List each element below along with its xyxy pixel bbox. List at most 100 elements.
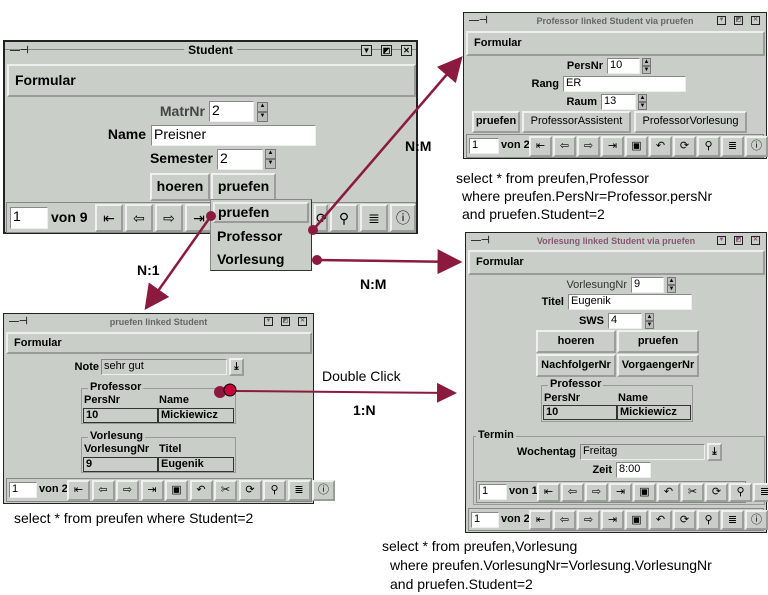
- info-icon[interactable]: ⓘ: [390, 204, 416, 232]
- formular-menu[interactable]: Formular: [7, 64, 416, 97]
- formular-menu[interactable]: Formular: [466, 31, 765, 56]
- hoeren-button[interactable]: hoeren: [150, 173, 210, 201]
- dropdown-arrow-icon[interactable]: ⤓: [229, 358, 244, 376]
- pruefen-button[interactable]: pruefen: [617, 330, 699, 353]
- minimize-icon[interactable]: ▼: [264, 317, 273, 326]
- table-cell[interactable]: Eugenik: [158, 457, 234, 472]
- search-icon[interactable]: ⚲: [697, 510, 720, 530]
- minimize-icon[interactable]: ▼: [361, 45, 372, 56]
- delete-icon[interactable]: ✂: [681, 483, 704, 502]
- save-icon[interactable]: ▣: [165, 480, 188, 501]
- table-cell[interactable]: Mickiewicz: [158, 408, 234, 423]
- refresh-icon[interactable]: ⟳: [705, 483, 728, 502]
- semester-spinner[interactable]: ▲▼: [265, 149, 276, 169]
- table-cell[interactable]: 10: [83, 408, 158, 423]
- maximize-icon[interactable]: ◩: [734, 236, 743, 245]
- first-icon[interactable]: ⇤: [529, 136, 552, 157]
- record-field[interactable]: 1: [479, 484, 507, 500]
- table-cell[interactable]: 10: [543, 405, 617, 420]
- dropdown-arrow-icon[interactable]: ⤓: [707, 443, 722, 461]
- minimize-icon[interactable]: ▼: [717, 236, 726, 245]
- sort-icon[interactable]: ≣: [721, 136, 744, 157]
- record-field[interactable]: 1: [471, 512, 499, 528]
- next-icon[interactable]: ⇨: [577, 510, 600, 530]
- nachfolgernr-button[interactable]: NachfolgerNr: [536, 354, 616, 377]
- maximize-icon[interactable]: ◩: [281, 317, 290, 326]
- matrnr-field[interactable]: 2: [209, 101, 254, 122]
- undo-icon[interactable]: ↶: [189, 480, 213, 501]
- table-cell[interactable]: Mickiewicz: [617, 405, 691, 420]
- title-bar[interactable]: —⊣ pruefen linked Student ▼ ◩ ✕: [4, 314, 313, 330]
- refresh-icon[interactable]: ⟳: [673, 136, 696, 157]
- save-icon[interactable]: ▣: [633, 483, 656, 502]
- pruefen-button[interactable]: pruefen: [211, 173, 276, 201]
- next-icon[interactable]: ⇨: [585, 483, 608, 502]
- refresh-icon[interactable]: ⟳: [673, 510, 696, 530]
- popup-item-vorlesung[interactable]: Vorlesung: [217, 251, 285, 267]
- delete-icon[interactable]: ✂: [214, 480, 237, 501]
- info-icon[interactable]: ⓘ: [312, 480, 335, 501]
- next-icon[interactable]: ⇨: [116, 480, 139, 501]
- table-cell[interactable]: 9: [83, 457, 158, 472]
- title-bar[interactable]: —⊣ Professor linked Student via pruefen …: [464, 13, 766, 29]
- semester-field[interactable]: 2: [217, 149, 263, 170]
- search-icon[interactable]: ⚲: [330, 204, 358, 232]
- vorlesungnr-spinner[interactable]: ▲▼: [667, 277, 676, 293]
- pin-icon[interactable]: —⊣: [9, 316, 28, 327]
- vorlesungnr-field[interactable]: 9: [631, 277, 664, 293]
- note-combobox[interactable]: sehr gut: [101, 359, 227, 375]
- persnr-field[interactable]: 10: [607, 58, 640, 74]
- save-icon[interactable]: ▣: [625, 510, 648, 530]
- close-icon[interactable]: ✕: [751, 16, 760, 25]
- maximize-icon[interactable]: ◩: [381, 45, 392, 56]
- last-icon[interactable]: ⇥: [601, 136, 624, 157]
- sort-icon[interactable]: ≣: [287, 480, 311, 501]
- raum-spinner[interactable]: ▲▼: [638, 94, 647, 110]
- sws-spinner[interactable]: ▲▼: [645, 313, 654, 329]
- prev-icon[interactable]: ⇦: [553, 136, 576, 157]
- titel-field[interactable]: Eugenik: [568, 294, 692, 310]
- refresh-icon[interactable]: ⟳: [238, 480, 262, 501]
- close-icon[interactable]: ✕: [751, 236, 760, 245]
- vorgaengernr-button[interactable]: VorgaengerNr: [617, 354, 699, 377]
- formular-menu[interactable]: Formular: [6, 332, 312, 354]
- undo-icon[interactable]: ↶: [649, 136, 672, 157]
- persnr-spinner[interactable]: ▲▼: [642, 58, 651, 74]
- last-icon[interactable]: ⇥: [609, 483, 632, 502]
- maximize-icon[interactable]: ◩: [734, 16, 743, 25]
- pin-icon[interactable]: —⊣: [471, 235, 490, 246]
- prev-icon[interactable]: ⇦: [91, 480, 115, 501]
- search-icon[interactable]: ⚲: [729, 483, 752, 502]
- pruefen-button[interactable]: pruefen: [472, 111, 520, 133]
- info-icon[interactable]: ⓘ: [745, 510, 768, 530]
- last-icon[interactable]: ⇥: [601, 510, 624, 530]
- undo-icon[interactable]: ↶: [649, 510, 672, 530]
- wochentag-combobox[interactable]: Freitag: [580, 444, 705, 460]
- next-icon[interactable]: ⇨: [577, 136, 600, 157]
- sort-icon[interactable]: ≣: [721, 510, 744, 530]
- last-icon[interactable]: ⇥: [140, 480, 164, 501]
- save-icon[interactable]: ▣: [625, 136, 648, 157]
- formular-menu[interactable]: Formular: [468, 250, 765, 275]
- prev-icon[interactable]: ⇦: [125, 204, 153, 232]
- hoeren-button[interactable]: hoeren: [536, 330, 616, 353]
- search-icon[interactable]: ⚲: [263, 480, 286, 501]
- search-icon[interactable]: ⚲: [697, 136, 720, 157]
- prev-icon[interactable]: ⇦: [553, 510, 576, 530]
- record-field[interactable]: 1: [10, 207, 48, 229]
- sort-icon[interactable]: ≣: [753, 483, 768, 502]
- zeit-field[interactable]: 8:00: [616, 462, 651, 478]
- raum-field[interactable]: 13: [601, 94, 636, 110]
- professor-assistent-button[interactable]: ProfessorAssistent: [522, 111, 631, 133]
- popup-item-professor[interactable]: Professor: [217, 228, 283, 244]
- first-icon[interactable]: ⇤: [537, 483, 560, 502]
- close-icon[interactable]: ✕: [298, 317, 307, 326]
- prev-icon[interactable]: ⇦: [561, 483, 584, 502]
- matrnr-spinner[interactable]: ▲▼: [257, 102, 268, 122]
- record-field[interactable]: 1: [469, 138, 499, 154]
- first-icon[interactable]: ⇤: [95, 204, 123, 232]
- title-bar[interactable]: —⊣ Student ▼ ◩ ✕: [5, 42, 416, 59]
- undo-icon[interactable]: ↶: [657, 483, 680, 502]
- pin-icon[interactable]: —⊣: [469, 15, 488, 26]
- title-bar[interactable]: —⊣ Vorlesung linked Student via pruefen …: [466, 233, 766, 249]
